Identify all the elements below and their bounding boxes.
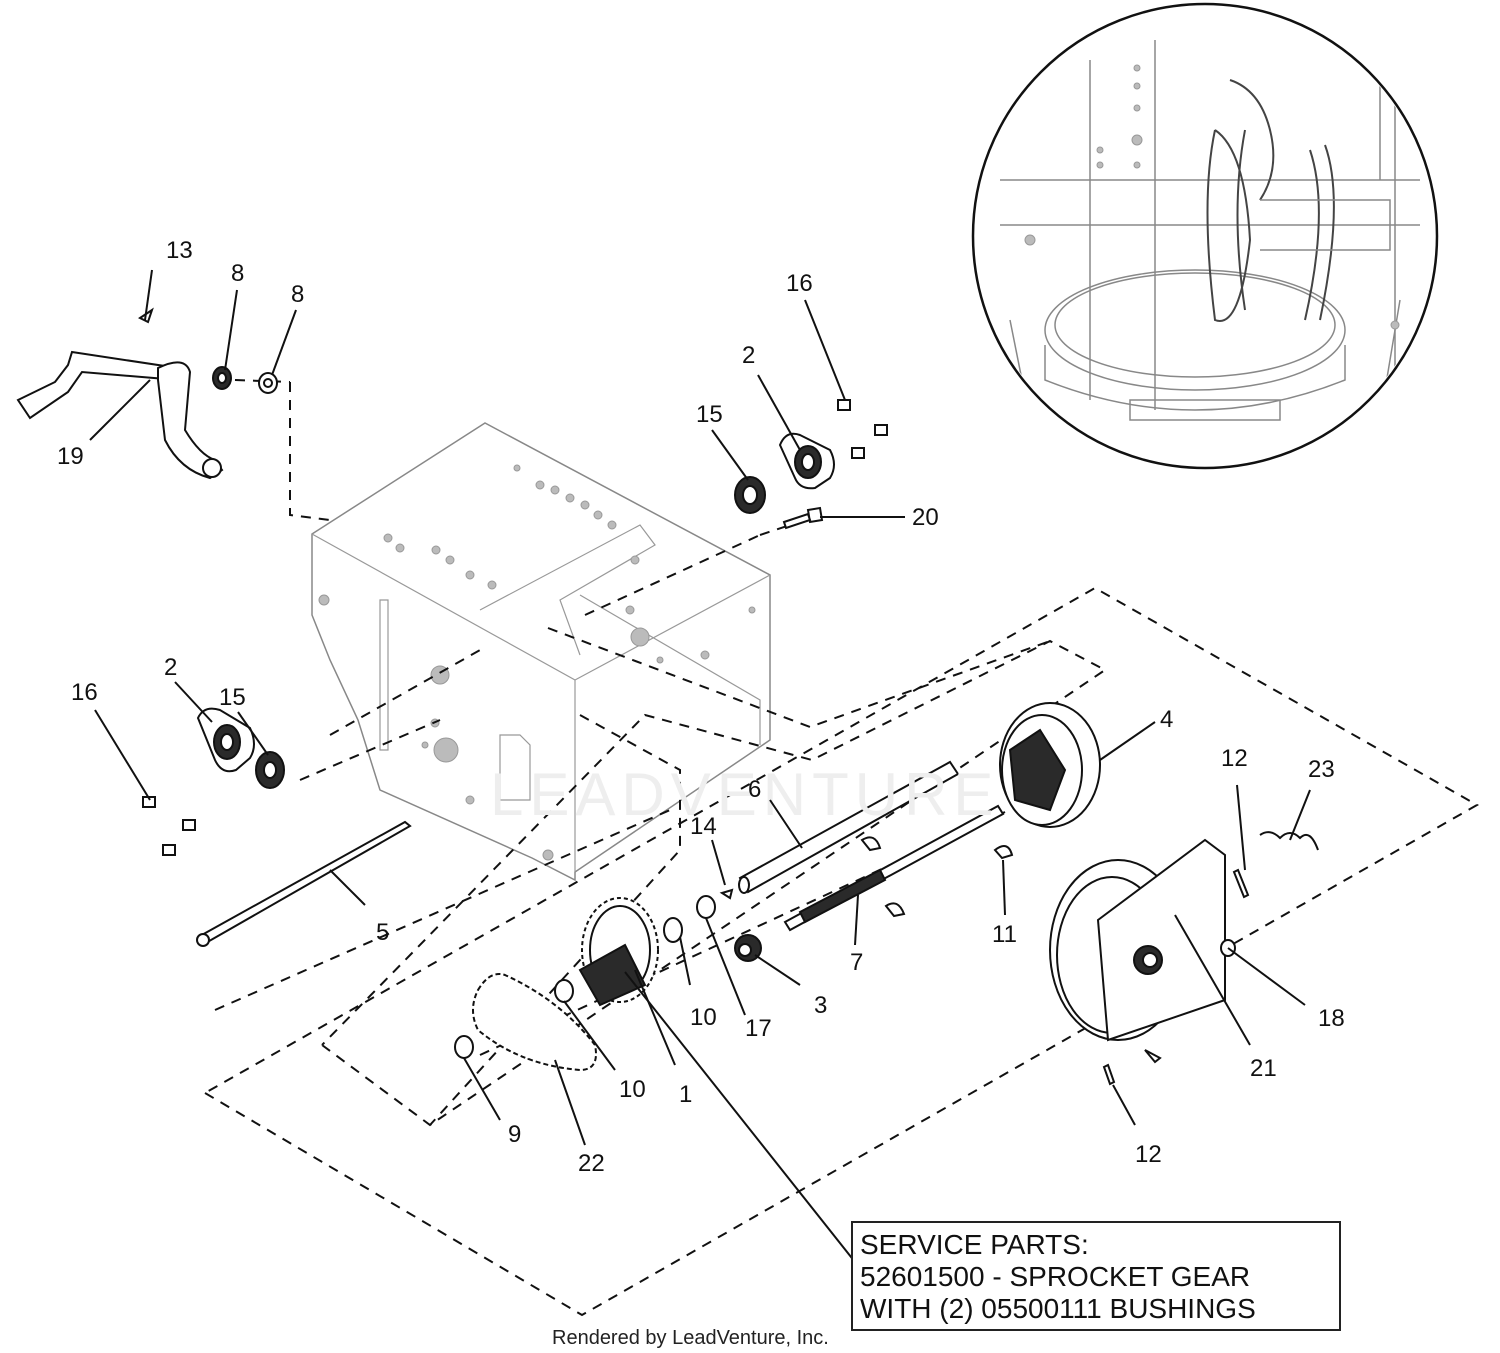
service-note-line1: SERVICE PARTS:	[860, 1229, 1089, 1260]
drive-pulley-part	[999, 702, 1101, 828]
callout-3: 3	[814, 992, 827, 1019]
auger-housing-frame	[311, 422, 771, 882]
bushing-parts	[212, 366, 278, 394]
detail-inset	[971, 2, 1439, 470]
service-parts-note: SERVICE PARTS: 52601500 - SPROCKET GEAR …	[851, 1221, 1341, 1331]
service-note-line3: WITH (2) 05500111 BUSHINGS	[860, 1293, 1256, 1324]
ring-part	[454, 1035, 474, 1059]
callout-19: 19	[57, 443, 84, 470]
callout-10: 10	[619, 1076, 646, 1103]
callout-22: 22	[578, 1150, 605, 1177]
sprocket-gear-part	[578, 897, 659, 1007]
callout-11: 11	[992, 921, 1017, 948]
lower-bolts	[142, 796, 196, 856]
clip-part	[993, 845, 1014, 860]
spring-part	[1259, 831, 1319, 851]
callout-12: 12	[1135, 1141, 1162, 1168]
callout-10: 10	[690, 1004, 717, 1031]
shift-lever-part	[16, 350, 224, 480]
callout-15: 15	[219, 684, 246, 711]
washer-10a	[663, 917, 683, 943]
callout-21: 21	[1250, 1055, 1277, 1082]
callout-2: 2	[164, 654, 177, 681]
callout-16: 16	[786, 270, 813, 297]
callout-16: 16	[71, 679, 98, 706]
callout-6: 6	[748, 776, 761, 803]
washer-17	[696, 895, 716, 919]
callout-4: 4	[1160, 706, 1173, 733]
callout-7: 7	[850, 949, 863, 976]
callout-18: 18	[1318, 1005, 1345, 1032]
pin-part-upper	[1232, 868, 1250, 899]
upper-flange-bearing	[734, 432, 835, 514]
callout-2: 2	[742, 342, 755, 369]
callout-5: 5	[376, 919, 389, 946]
washer-10b	[554, 979, 574, 1003]
belt-housing-part	[1049, 838, 1226, 1042]
chain-part	[472, 973, 597, 1072]
leader-lines	[89, 269, 1311, 1263]
screw-part	[782, 506, 824, 530]
render-credit: Rendered by LeadVenture, Inc.	[552, 1327, 829, 1349]
callout-15: 15	[696, 401, 723, 428]
callout-17: 17	[745, 1015, 772, 1042]
service-note-line2: 52601500 - SPROCKET GEAR	[860, 1261, 1250, 1292]
lower-flange-bearing	[196, 707, 285, 789]
callout-8: 8	[231, 260, 244, 287]
callout-14: 14	[690, 813, 717, 840]
callout-13: 13	[166, 237, 193, 264]
callout-8: 8	[291, 281, 304, 308]
small-sprocket-part	[734, 934, 762, 962]
callout-1: 1	[679, 1081, 692, 1108]
callout-9: 9	[508, 1121, 521, 1148]
callout-23: 23	[1308, 756, 1335, 783]
watermark: LEADVENTURE	[490, 761, 999, 828]
pin-part-lower	[1102, 1063, 1116, 1086]
callout-12: 12	[1221, 745, 1248, 772]
pin-14	[719, 888, 734, 900]
callout-20: 20	[912, 504, 939, 531]
upper-bolts	[837, 399, 888, 459]
callout-labels: 13 8 8 19 16 2 15 20 16 2 15 4 12 23 6 1…	[57, 237, 1345, 1177]
